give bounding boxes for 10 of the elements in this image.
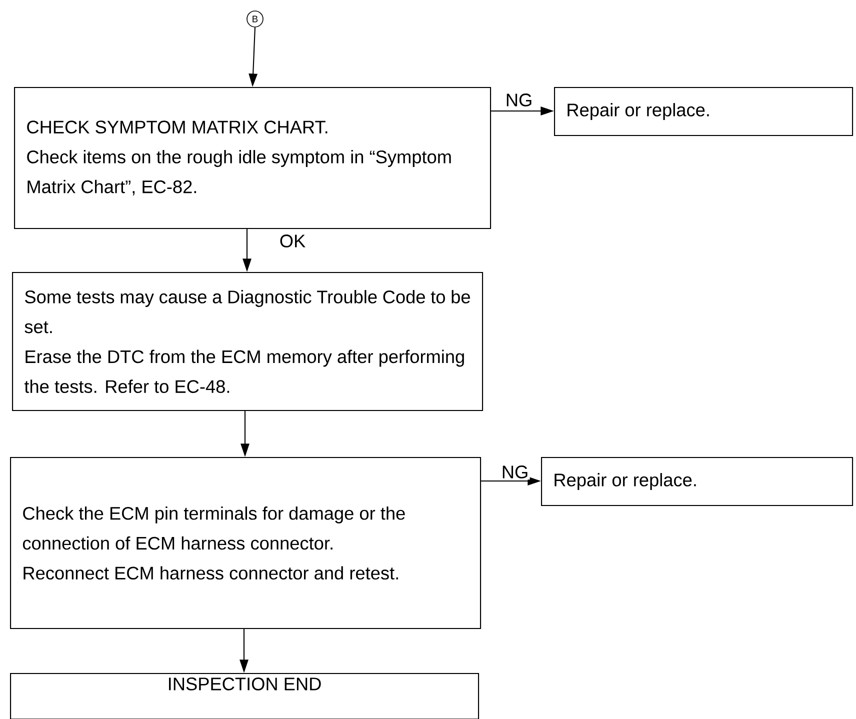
circled-letter: B <box>246 10 264 28</box>
edge-label: OK <box>278 233 307 249</box>
result-box: Repair or replace. <box>554 86 854 136</box>
edge-label: NG <box>504 92 534 108</box>
result-box: Repair or replace. <box>541 456 854 506</box>
edge-label: NG <box>500 464 530 480</box>
step-box: CHECK SYMPTOM MATRIX CHART. Check items on the rough idle symptom in “Symptom Matrix Chart”, EC-82. <box>14 86 492 230</box>
note-box: Some tests may cause a Diagnostic Trouble Code to be set. Erase the DTC from the ECM memory after performing the tests. Refer to EC-48. <box>12 272 484 412</box>
step-box: Check the ECM pin terminals for damage or the connection of ECM harness connector. Reconnect ECM harness connector and retest. <box>10 456 482 630</box>
end-box: INSPECTION END <box>10 672 480 719</box>
